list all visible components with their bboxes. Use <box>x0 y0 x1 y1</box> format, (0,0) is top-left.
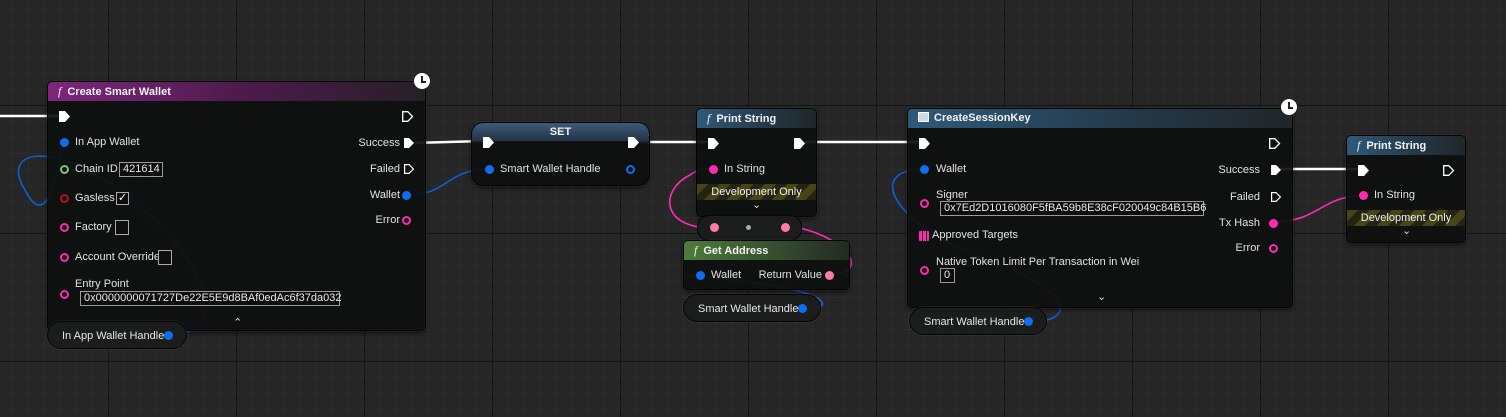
node-title: Print String <box>716 113 777 125</box>
node-create-smart-wallet[interactable]: f Create Smart Wallet In App Wallet Chain… <box>47 81 426 331</box>
account-override-pin[interactable] <box>60 253 69 262</box>
native-limit-pin[interactable] <box>920 266 929 275</box>
latent-clock-icon <box>413 72 431 90</box>
set-input-label: Smart Wallet Handle <box>500 163 601 175</box>
factory-field[interactable] <box>115 220 129 235</box>
signer-field[interactable]: 0x7Ed2D1016080F5fBA59b8E38cF020049c84B15… <box>940 201 1206 216</box>
entry-point-label: Entry Point <box>75 278 129 290</box>
success-label: Success <box>358 137 400 149</box>
node-title: CreateSessionKey <box>934 112 1031 124</box>
latent-clock-icon <box>1280 98 1298 116</box>
wallet-label: Wallet <box>369 189 400 201</box>
node-get-address[interactable]: f Get Address Wallet Return Value <box>683 240 850 290</box>
development-only-banner: Development Only <box>697 184 816 200</box>
function-icon: f <box>58 84 62 98</box>
chain-id-pin[interactable] <box>60 165 69 174</box>
factory-pin[interactable] <box>60 223 69 232</box>
success-label: Success <box>1218 164 1260 176</box>
in-app-wallet-label: In App Wallet <box>75 136 140 148</box>
var-out-pin[interactable] <box>164 331 173 340</box>
set-out-pin[interactable] <box>626 165 635 174</box>
function-node-icon <box>918 112 929 122</box>
node-header: f Print String <box>697 109 816 128</box>
error-label: Error <box>375 214 400 226</box>
factory-label: Factory <box>75 221 112 233</box>
account-override-field[interactable] <box>158 250 172 265</box>
var-label: In App Wallet Handle <box>62 330 165 342</box>
function-icon: f <box>707 111 711 125</box>
return-value-pin[interactable] <box>825 271 834 280</box>
get-address-wallet-label: Wallet <box>711 269 742 281</box>
in-string-pin[interactable] <box>1359 191 1368 200</box>
collapse-chevron-icon[interactable]: ⌃ <box>233 317 243 329</box>
development-only-banner: Development Only <box>1347 210 1465 226</box>
gasless-checkbox[interactable]: ✓ <box>116 192 129 205</box>
expand-chevron-icon[interactable]: ⌄ <box>752 199 762 211</box>
entry-point-field[interactable]: 0x0000000071727De22E5E9d8BAf0edAc6f37da0… <box>80 291 342 306</box>
var-label: Smart Wallet Handle <box>924 316 1025 328</box>
gasless-label: Gasless <box>75 192 115 204</box>
signer-pin[interactable] <box>920 199 929 208</box>
expand-chevron-icon[interactable]: ⌄ <box>1097 291 1107 303</box>
tx-hash-pin[interactable] <box>1269 219 1278 228</box>
set-in-pin[interactable] <box>485 165 494 174</box>
node-title: Get Address <box>703 245 769 257</box>
error-label: Error <box>1235 242 1260 254</box>
reroute-out-pin[interactable] <box>781 223 790 232</box>
set-header: SET <box>472 123 649 141</box>
reroute-dot <box>746 225 751 230</box>
wallet-in-label: Wallet <box>936 163 967 175</box>
var-out-pin[interactable] <box>1024 317 1033 326</box>
node-print-string-2[interactable]: f Print String In String Development Only… <box>1346 135 1466 243</box>
node-header: f Create Smart Wallet <box>48 82 425 101</box>
var-smart-wallet-handle-1[interactable]: Smart Wallet Handle <box>683 294 821 322</box>
node-header: f Get Address <box>684 241 849 260</box>
node-header: CreateSessionKey <box>908 109 1292 128</box>
in-app-wallet-pin[interactable] <box>60 138 69 147</box>
entry-point-pin[interactable] <box>60 290 69 299</box>
reroute-node[interactable] <box>697 215 802 241</box>
in-string-label: In String <box>724 163 765 175</box>
in-string-label: In String <box>1374 189 1415 201</box>
native-limit-label: Native Token Limit Per Transaction in We… <box>936 256 1140 268</box>
var-out-pin[interactable] <box>798 304 807 313</box>
node-print-string-1[interactable]: f Print String In String Development Only… <box>696 108 817 217</box>
var-in-app-wallet-handle[interactable]: In App Wallet Handle <box>47 321 187 349</box>
node-set[interactable]: SET Smart Wallet Handle <box>471 122 650 186</box>
expand-chevron-icon[interactable]: ⌄ <box>1402 225 1412 237</box>
node-header: f Print String <box>1347 136 1465 155</box>
tx-hash-label: Tx Hash <box>1219 217 1260 229</box>
gasless-pin[interactable] <box>60 194 69 203</box>
node-create-session-key[interactable]: CreateSessionKey Wallet Signer 0x7Ed2D10… <box>907 108 1293 308</box>
get-address-wallet-pin[interactable] <box>696 271 705 280</box>
chain-id-label: Chain ID <box>75 163 118 175</box>
error-out-pin[interactable] <box>1269 244 1278 253</box>
var-label: Smart Wallet Handle <box>698 303 799 315</box>
approved-targets-grid-icon[interactable] <box>919 231 929 241</box>
node-title: Print String <box>1366 140 1427 152</box>
chain-id-field[interactable]: 421614 <box>119 162 163 177</box>
account-override-label: Account Override <box>75 251 160 263</box>
in-string-pin[interactable] <box>709 165 718 174</box>
failed-label: Failed <box>1230 191 1260 203</box>
var-smart-wallet-handle-2[interactable]: Smart Wallet Handle <box>909 307 1047 335</box>
native-limit-field[interactable]: 0 <box>940 268 955 283</box>
return-value-label: Return Value <box>758 269 822 281</box>
approved-targets-label: Approved Targets <box>932 229 1019 241</box>
function-icon: f <box>694 243 698 257</box>
reroute-in-pin[interactable] <box>710 223 719 232</box>
error-out-pin[interactable] <box>402 216 411 225</box>
node-title: Create Smart Wallet <box>67 86 171 98</box>
wallet-in-pin[interactable] <box>920 165 929 174</box>
failed-label: Failed <box>370 163 400 175</box>
wallet-out-pin[interactable] <box>402 191 411 200</box>
signer-label: Signer <box>936 189 968 201</box>
function-icon: f <box>1357 138 1361 152</box>
